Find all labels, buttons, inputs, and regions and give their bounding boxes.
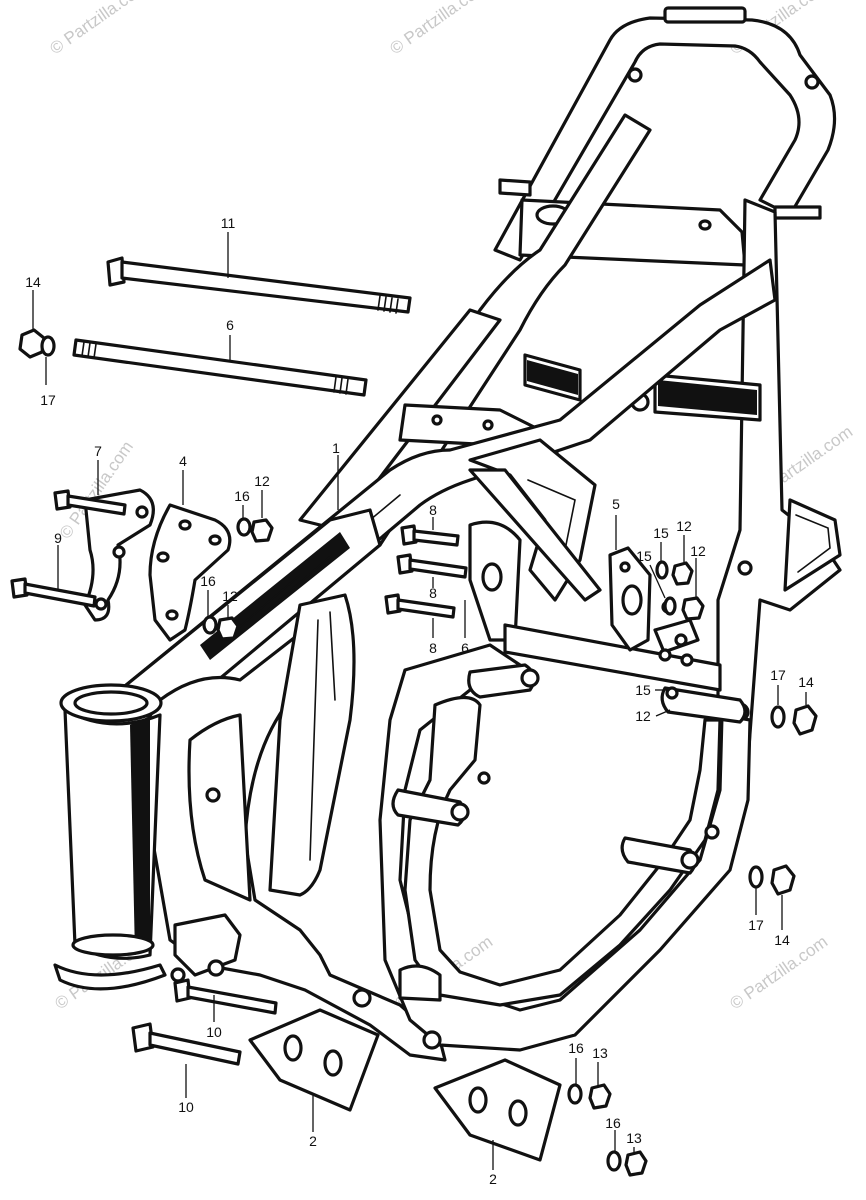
washer-nut-pairs <box>202 517 818 1177</box>
leader-lines <box>32 232 807 1170</box>
callout: 15 <box>636 548 652 564</box>
watermark: © Partzilla.com <box>46 0 151 58</box>
callout: 16 <box>234 488 250 504</box>
nut-washer-top-left <box>18 328 56 359</box>
bolts-10 <box>131 978 278 1066</box>
watermark: © Partzilla.com <box>386 0 491 58</box>
callout: 12 <box>222 588 238 604</box>
bolts-8 <box>384 524 468 619</box>
callout: 6 <box>461 640 469 656</box>
bracket-9 <box>10 488 155 622</box>
callout: 10 <box>178 1099 194 1115</box>
callout: 13 <box>626 1130 642 1146</box>
callout: 2 <box>489 1171 497 1187</box>
callout: 14 <box>798 674 814 690</box>
callout: 16 <box>568 1040 584 1056</box>
callout: 15 <box>653 525 669 541</box>
callout: 12 <box>635 708 651 724</box>
long-bolt-11 <box>106 256 412 314</box>
callout: 11 <box>221 215 236 231</box>
callout: 8 <box>429 585 437 601</box>
callout: 9 <box>54 530 62 546</box>
callout: 14 <box>25 274 41 290</box>
callout: 12 <box>690 543 706 559</box>
callout: 17 <box>748 917 764 933</box>
callout-labels: 11 6 14 17 1 4 7 9 16 12 16 12 8 8 8 6 5… <box>25 215 814 1187</box>
frame-assembly <box>53 6 842 1062</box>
callout: 16 <box>605 1115 621 1131</box>
callout: 13 <box>592 1045 608 1061</box>
plate-4 <box>148 503 232 642</box>
callout: 17 <box>770 667 786 683</box>
callout: 5 <box>612 496 620 512</box>
callout: 12 <box>254 473 270 489</box>
callout: 1 <box>332 440 340 456</box>
callout: 2 <box>309 1133 317 1149</box>
callout: 7 <box>94 443 102 459</box>
plate-5 <box>608 546 652 652</box>
callout: 8 <box>429 502 437 518</box>
plates-2 <box>248 1008 562 1162</box>
callout: 10 <box>206 1024 222 1040</box>
callout: 14 <box>774 932 790 948</box>
callout: 4 <box>179 453 187 469</box>
stud-6 <box>72 338 368 397</box>
callout: 16 <box>200 573 216 589</box>
callout: 12 <box>676 518 692 534</box>
callout: 8 <box>429 640 437 656</box>
callout: 15 <box>635 682 651 698</box>
callout: 17 <box>40 392 56 408</box>
callout: 6 <box>226 317 234 333</box>
